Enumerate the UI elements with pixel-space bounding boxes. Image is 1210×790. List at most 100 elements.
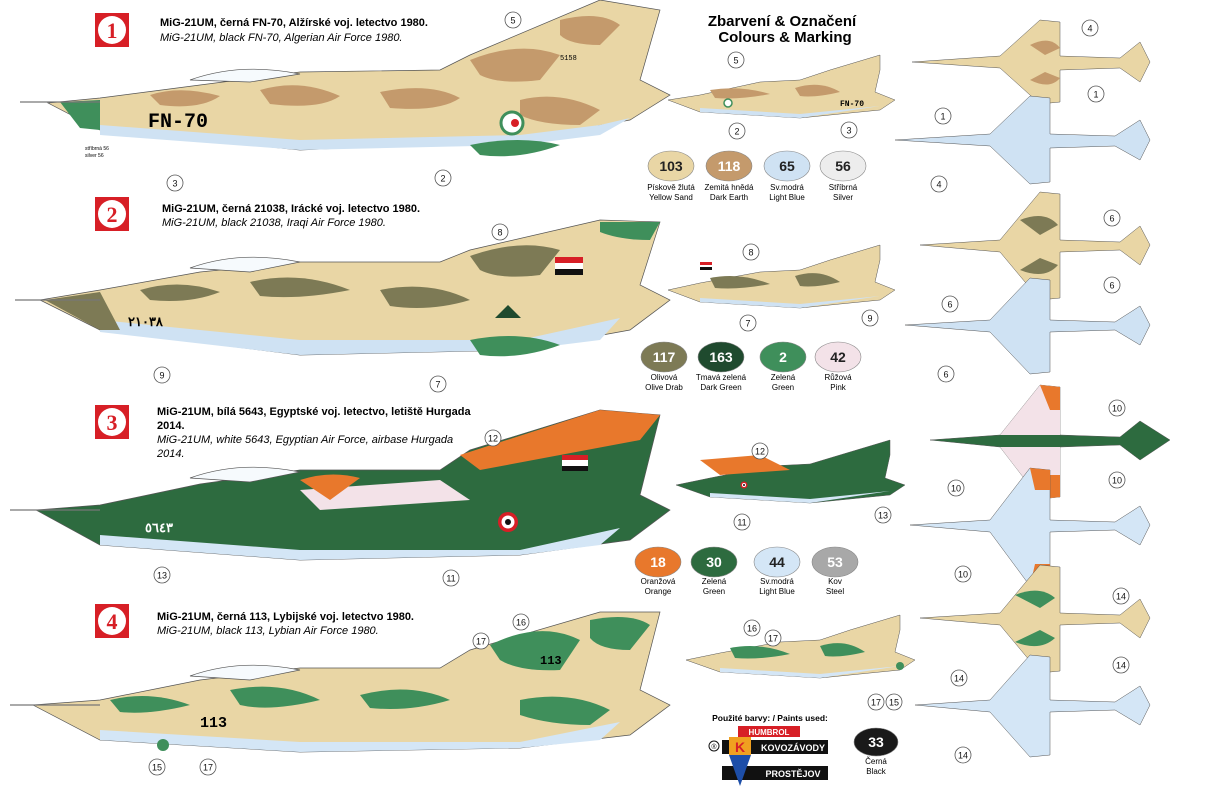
callout-number: 2 — [734, 127, 739, 137]
callout-number: 14 — [1116, 592, 1126, 602]
scheme-3-title-en-1: MiG-21UM, white 5643, Egyptian Air Force… — [157, 434, 453, 446]
callout-number: 8 — [748, 248, 753, 258]
callout-number: 6 — [947, 300, 952, 310]
callout-number: 3 — [172, 179, 177, 189]
paint-53-number: 53 — [827, 554, 843, 570]
paint-swatches-row-3: 18 Oranžová Orange 30 Zelená Green 44 Sv… — [634, 546, 859, 596]
callout-number: 16 — [516, 618, 526, 628]
callout-circle — [861, 309, 879, 327]
paint-18-number: 18 — [650, 554, 666, 570]
callout-circle — [1103, 276, 1121, 294]
callout-number: 14 — [958, 751, 968, 761]
paint-44-number: 44 — [769, 554, 785, 570]
paint-117-number: 117 — [653, 349, 676, 365]
callout-number: 10 — [1112, 476, 1122, 486]
profile-4-aircraft: 113 113 — [10, 611, 671, 753]
paint-65-cz: Sv.modrá — [770, 183, 804, 192]
paint-30-number: 30 — [706, 554, 722, 570]
callout-number: 1 — [1093, 90, 1098, 100]
callout-circle — [840, 121, 858, 139]
kovozavody-top: KOVOZÁVODY — [761, 743, 825, 753]
paint-117-en: Olive Drab — [645, 383, 683, 392]
registered-mark: ® — [711, 743, 717, 751]
callout-circle — [934, 107, 952, 125]
paint-swatch-2 — [759, 341, 807, 373]
callout-circle — [484, 429, 502, 447]
paint-65-en: Light Blue — [769, 193, 805, 202]
paint-42-cz: Růžová — [824, 373, 852, 382]
profile-3-serial: ٥٦٤٣ — [145, 520, 173, 535]
paint-swatch-53 — [811, 546, 859, 578]
paint-53-en: Steel — [826, 587, 844, 596]
callout-circle — [153, 366, 171, 384]
profile-4-serial: 113 — [200, 715, 227, 732]
callout-number: 13 — [157, 571, 167, 581]
callout-circle — [867, 693, 885, 711]
plan-views-4 — [914, 564, 1151, 758]
page-title-cz: Zbarvení & Označení — [708, 13, 857, 30]
paint-18-cz: Oranžová — [641, 577, 676, 586]
profile-1-tail-code: 5158 — [560, 55, 577, 63]
scheme-4-number: 4 — [107, 609, 118, 634]
callout-circle — [504, 11, 522, 29]
plan-views-2 — [904, 191, 1151, 375]
scheme-3-title-cz-1: MiG-21UM, bílá 5643, Egyptské voj. letec… — [157, 406, 471, 418]
scheme-2-title-cz: MiG-21UM, černá 21038, Irácké voj. letec… — [162, 203, 420, 215]
plan-views-3 — [909, 384, 1171, 587]
paint-42-en: Pink — [830, 383, 847, 392]
callout-circle — [1087, 85, 1105, 103]
paint-103-en: Yellow Sand — [649, 193, 693, 202]
callout-number: 1 — [940, 112, 945, 122]
callout-circle — [874, 506, 892, 524]
callout-number: 6 — [1109, 214, 1114, 224]
scheme-4-header: 4 MiG-21UM, černá 113, Lybijské voj. let… — [95, 604, 414, 638]
scheme-2-number: 2 — [107, 202, 118, 227]
profile-2-serial: ٢١٠٣٨ — [128, 314, 164, 329]
profile-1-silver-note-cz: stříbrná 56 — [85, 146, 109, 152]
paint-33-cz: Černá — [865, 757, 887, 766]
paint-42-number: 42 — [830, 349, 846, 365]
paint-163-number: 163 — [709, 349, 733, 365]
callout-circle — [472, 632, 490, 650]
paint-56-cz: Stříbrná — [829, 183, 858, 192]
paint-18-en: Orange — [645, 587, 672, 596]
paint-163-cz: Tmavá zelená — [696, 373, 747, 382]
callout-circle — [1108, 471, 1126, 489]
callout-number: 6 — [1109, 281, 1114, 291]
paint-swatch-117 — [640, 341, 688, 373]
callout-circle — [148, 758, 166, 776]
paint-53-cz: Kov — [828, 577, 842, 586]
callout-number: 15 — [152, 763, 162, 773]
svg-text:K: K — [735, 739, 745, 755]
callout-number: 17 — [871, 698, 881, 708]
paint-30-en: Green — [703, 587, 725, 596]
paint-swatch-163 — [697, 341, 745, 373]
paint-swatches-row-2: 117 Olivová Olive Drab 163 Tmavá zelená … — [640, 341, 862, 392]
scheme-1-number: 1 — [107, 18, 118, 43]
paint-2-en: Green — [772, 383, 794, 392]
callout-circle — [764, 629, 782, 647]
paint-swatch-118 — [705, 150, 753, 182]
paint-44-cz: Sv.modrá — [760, 577, 794, 586]
scheme-4-title-cz: MiG-21UM, černá 113, Lybijské voj. letec… — [157, 611, 414, 623]
callout-number: 7 — [745, 319, 750, 329]
callout-circle — [751, 442, 769, 460]
callout-number: 11 — [446, 574, 455, 584]
paint-118-number: 118 — [718, 158, 741, 174]
paint-swatch-18 — [634, 546, 682, 578]
callout-circle — [429, 375, 447, 393]
callout-number: 11 — [737, 518, 746, 528]
paint-33-en: Black — [866, 767, 887, 776]
callout-number: 7 — [435, 380, 440, 390]
callout-circle — [941, 295, 959, 313]
callout-number: 4 — [1087, 24, 1092, 34]
scheme-2-title-en: MiG-21UM, black 21038, Iraqi Air Force 1… — [162, 217, 386, 229]
scheme-3-title-cz-2: 2014. — [157, 420, 185, 432]
paint-swatch-30 — [690, 546, 738, 578]
paint-103-cz: Pískově žlutá — [647, 183, 695, 192]
paint-44-en: Light Blue — [759, 587, 795, 596]
paint-swatch-33 — [853, 727, 899, 757]
callout-number: 13 — [878, 511, 888, 521]
callout-number: 12 — [755, 447, 765, 457]
callout-number: 8 — [497, 228, 502, 238]
